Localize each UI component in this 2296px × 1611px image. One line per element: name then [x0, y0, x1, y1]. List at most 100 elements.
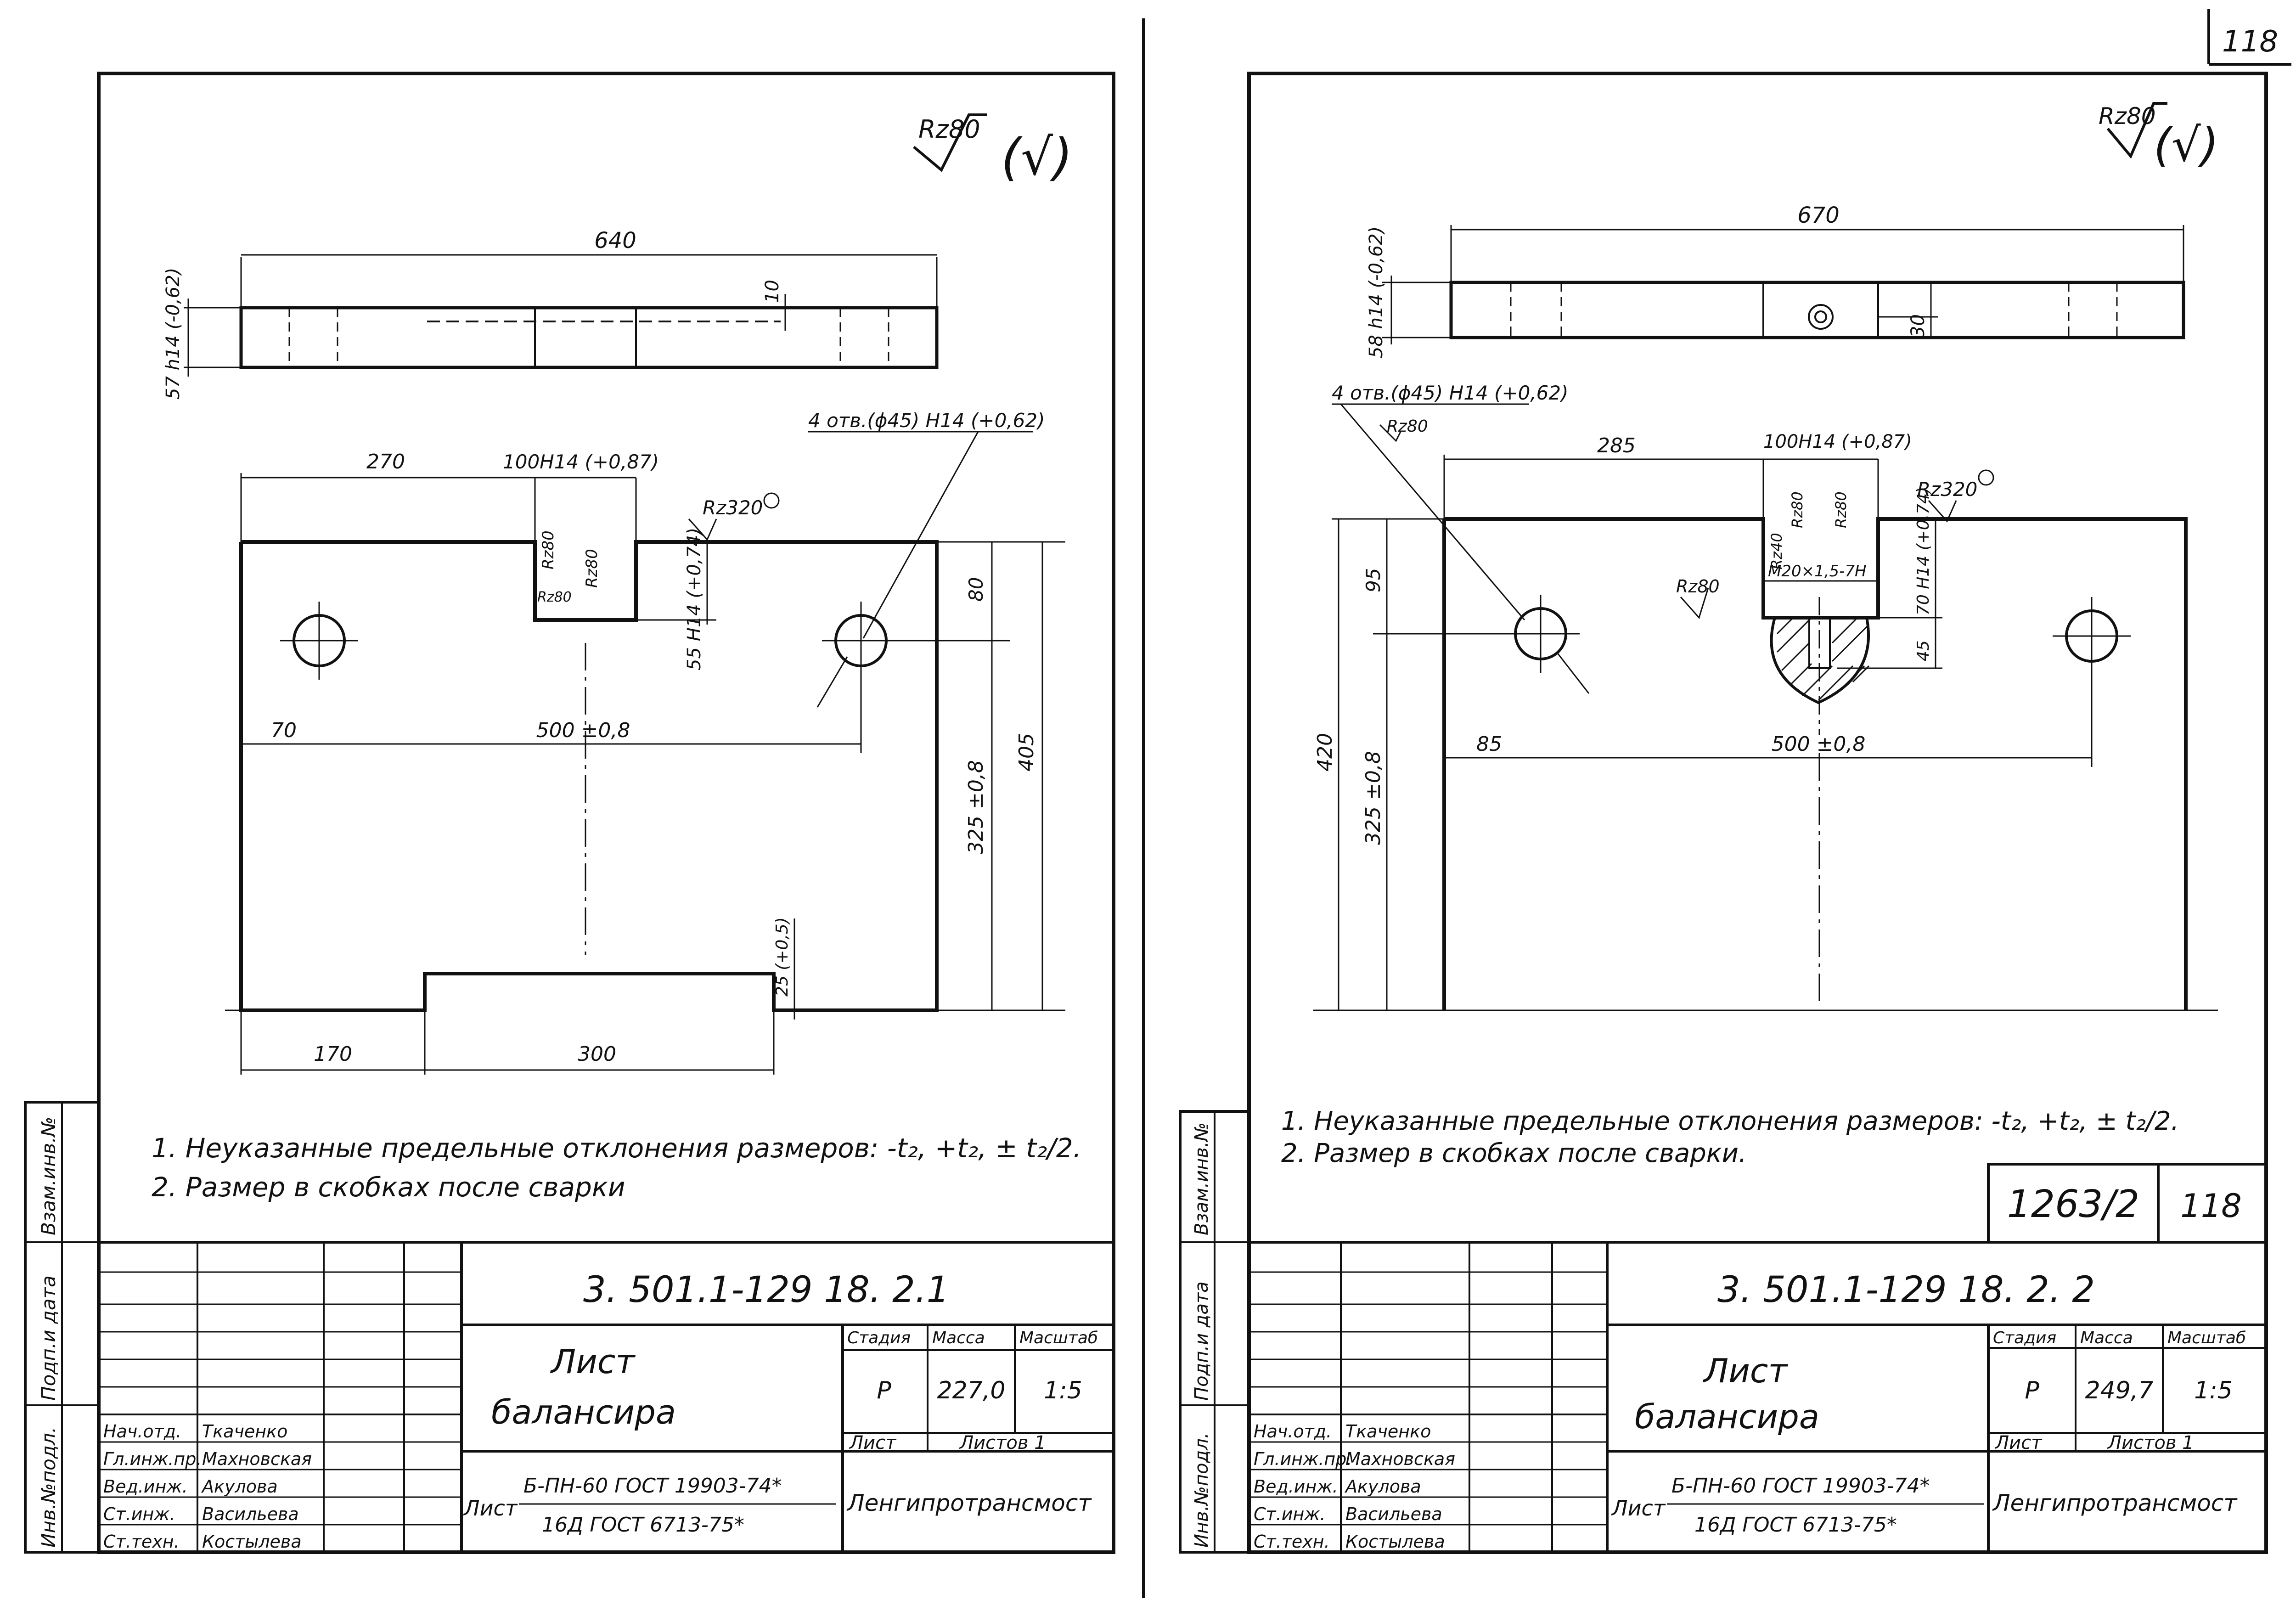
left-dim-thickness: 57 h14 (-0,62) — [163, 268, 184, 400]
svg-text:325 ±0,8: 325 ±0,8 — [964, 760, 988, 854]
svg-text:Стадия: Стадия — [847, 1329, 911, 1347]
svg-text:Р: Р — [877, 1377, 891, 1404]
svg-text:70 H14 (+0,74): 70 H14 (+0,74) — [1914, 487, 1933, 615]
svg-text:Гл.инж.пр.: Гл.инж.пр. — [103, 1449, 202, 1469]
left-front-view: 4 отв.(ϕ45) H14 (+0,62) 270 100H14 (+0,8… — [225, 409, 1065, 1075]
svg-text:Ткаченко: Ткаченко — [1345, 1421, 1431, 1442]
svg-text:500 ±0,8: 500 ±0,8 — [536, 719, 630, 742]
svg-text:Стадия: Стадия — [1993, 1329, 2056, 1347]
left-note-1: 1. Неуказанные предельные отклонения раз… — [152, 1132, 1081, 1164]
svg-text:Вед.инж.: Вед.инж. — [103, 1476, 188, 1497]
right-roughness-mark: Rz80 (√) — [2099, 102, 2219, 172]
left-side-labels: Взам.инв.№ Подп.и дата Инв.№подл. — [24, 1101, 100, 1554]
svg-text:Масштаб: Масштаб — [1019, 1329, 1098, 1347]
svg-text:Взам.инв.№: Взам.инв.№ — [37, 1117, 60, 1235]
left-sheet: Rz80 (√) 640 57 h14 (-0,62) — [24, 72, 1115, 1554]
svg-text:80: 80 — [965, 577, 987, 602]
right-dim-thickness: 58 h14 (-0,62) — [1366, 226, 1387, 358]
svg-text:Лист: Лист — [1702, 1352, 1789, 1390]
svg-text:285: 285 — [1597, 434, 1636, 457]
svg-text:балансира: балансира — [491, 1393, 676, 1431]
svg-text:16Д ГОСТ 6713-75*: 16Д ГОСТ 6713-75* — [1694, 1513, 1897, 1537]
right-front-view: 4 отв.(ϕ45) H14 (+0,62) Rz80 285 100H14 … — [1313, 382, 2218, 1011]
svg-text:Костылева: Костылева — [1345, 1532, 1445, 1552]
svg-text:Вед.инж.: Вед.инж. — [1254, 1476, 1338, 1497]
svg-text:Б-ПН-60 ГОСТ 19903-74*: Б-ПН-60 ГОСТ 19903-74* — [1671, 1474, 1930, 1498]
svg-text:Лист: Лист — [463, 1496, 518, 1521]
left-roughness-mark: Rz80 (√) — [913, 113, 1073, 186]
svg-text:325 ±0,8: 325 ±0,8 — [1362, 751, 1385, 845]
svg-text:Лист: Лист — [849, 1432, 897, 1453]
svg-text:Лист: Лист — [550, 1342, 636, 1381]
svg-text:Махновская: Махновская — [1345, 1449, 1455, 1469]
svg-text:(√): (√) — [2154, 118, 2219, 172]
left-note-2: 2. Размер в скобках после сварки — [152, 1172, 625, 1203]
svg-text:1263/2: 1263/2 — [2007, 1183, 2139, 1226]
svg-text:Ст.техн.: Ст.техн. — [103, 1532, 180, 1552]
svg-text:16Д ГОСТ 6713-75*: 16Д ГОСТ 6713-75* — [542, 1513, 744, 1537]
left-designation: 3. 501.1-129 18. 2.1 — [583, 1269, 949, 1311]
svg-text:Ст.инж.: Ст.инж. — [1254, 1504, 1326, 1524]
right-title-block: Нач.отд. Гл.инж.пр. Вед.инж. Ст.инж. Ст.… — [1249, 1242, 2266, 1552]
svg-text:Rz80: Rz80 — [1789, 491, 1806, 528]
svg-text:Листов 1: Листов 1 — [959, 1432, 1046, 1453]
sheet-number: 118 — [2222, 25, 2278, 59]
svg-text:Ткаченко: Ткаченко — [202, 1421, 287, 1442]
svg-text:30: 30 — [1908, 314, 1929, 338]
left-slot-callout: 100H14 (+0,87) — [503, 451, 659, 473]
svg-text:Инв.№подл.: Инв.№подл. — [1191, 1432, 1212, 1548]
svg-text:1:5: 1:5 — [1044, 1377, 1082, 1404]
svg-text:Ст.техн.: Ст.техн. — [1254, 1532, 1330, 1552]
svg-text:118: 118 — [2180, 1187, 2242, 1225]
right-side-labels: Взам.инв.№ Подп.и дата Инв.№подл. — [1179, 1110, 1250, 1554]
svg-text:балансира: балансира — [1635, 1397, 1819, 1436]
svg-text:Подп.и дата: Подп.и дата — [37, 1275, 60, 1401]
svg-text:55 H14 (+0,74): 55 H14 (+0,74) — [684, 528, 705, 670]
svg-text:85: 85 — [1476, 732, 1502, 756]
right-thread: M20×1,5-7H — [1768, 562, 1867, 580]
svg-text:Масштаб: Масштаб — [2167, 1329, 2246, 1347]
svg-text:405: 405 — [1015, 733, 1038, 772]
right-notes: 1. Неуказанные предельные отклонения раз… — [1281, 1106, 2179, 1168]
svg-text:500 ±0,8: 500 ±0,8 — [1772, 732, 1866, 756]
svg-text:Р: Р — [2025, 1377, 2039, 1404]
svg-text:10: 10 — [762, 280, 783, 303]
svg-text:Нач.отд.: Нач.отд. — [103, 1421, 181, 1442]
right-note-2: 2. Размер в скобках после сварки. — [1281, 1138, 1747, 1168]
svg-text:Лист: Лист — [1994, 1432, 2043, 1453]
right-hole-callout: 4 отв.(ϕ45) H14 (+0,62) — [1332, 382, 1568, 404]
left-notes: 1. Неуказанные предельные отклонения раз… — [152, 1132, 1081, 1203]
svg-text:Васильева: Васильева — [1345, 1504, 1442, 1524]
svg-text:420: 420 — [1313, 733, 1337, 772]
svg-text:Rz320: Rz320 — [703, 496, 763, 519]
svg-text:170: 170 — [314, 1042, 352, 1066]
svg-text:Гл.инж.пр.: Гл.инж.пр. — [1254, 1449, 1352, 1469]
svg-text:Масса: Масса — [2080, 1329, 2133, 1347]
svg-text:Лист: Лист — [1611, 1496, 1666, 1521]
svg-text:Rz320: Rz320 — [1917, 478, 1977, 501]
svg-text:Rz80: Rz80 — [1832, 491, 1850, 528]
right-slot-callout: 100H14 (+0,87) — [1763, 431, 1912, 452]
svg-text:300: 300 — [578, 1042, 616, 1066]
svg-text:Rz80: Rz80 — [2099, 103, 2156, 130]
right-sheet: Rz80 (√) 670 58 h14 (-0,62) — [1179, 72, 2268, 1554]
left-dim-length: 640 — [594, 228, 636, 253]
svg-text:270: 270 — [366, 450, 405, 473]
left-top-view: 640 57 h14 (-0,62) 10 — [163, 228, 939, 400]
right-frame — [1247, 72, 2268, 1554]
svg-text:Rz80: Rz80 — [1387, 417, 1428, 436]
right-designation: 3. 501.1-129 18. 2. 2 — [1717, 1269, 2095, 1311]
right-dim-length: 670 — [1797, 203, 1840, 228]
svg-text:Акулова: Акулова — [201, 1476, 278, 1497]
svg-text:Rz80: Rz80 — [1676, 576, 1720, 597]
sheet-number-box: 118 — [2207, 9, 2291, 66]
left-frame — [97, 72, 1115, 1554]
left-title-block: Нач.отд. Гл.инж.пр. Вед.инж. Ст.инж. Ст.… — [99, 1242, 1114, 1552]
svg-text:Rz80: Rz80 — [583, 549, 601, 588]
left-hole-callout: 4 отв.(ϕ45) H14 (+0,62) — [808, 409, 1045, 432]
svg-text:Масса: Масса — [932, 1329, 985, 1347]
svg-text:70: 70 — [271, 719, 297, 742]
svg-text:Подп.и дата: Подп.и дата — [1191, 1281, 1212, 1401]
right-note-1: 1. Неуказанные предельные отклонения раз… — [1281, 1106, 2179, 1136]
